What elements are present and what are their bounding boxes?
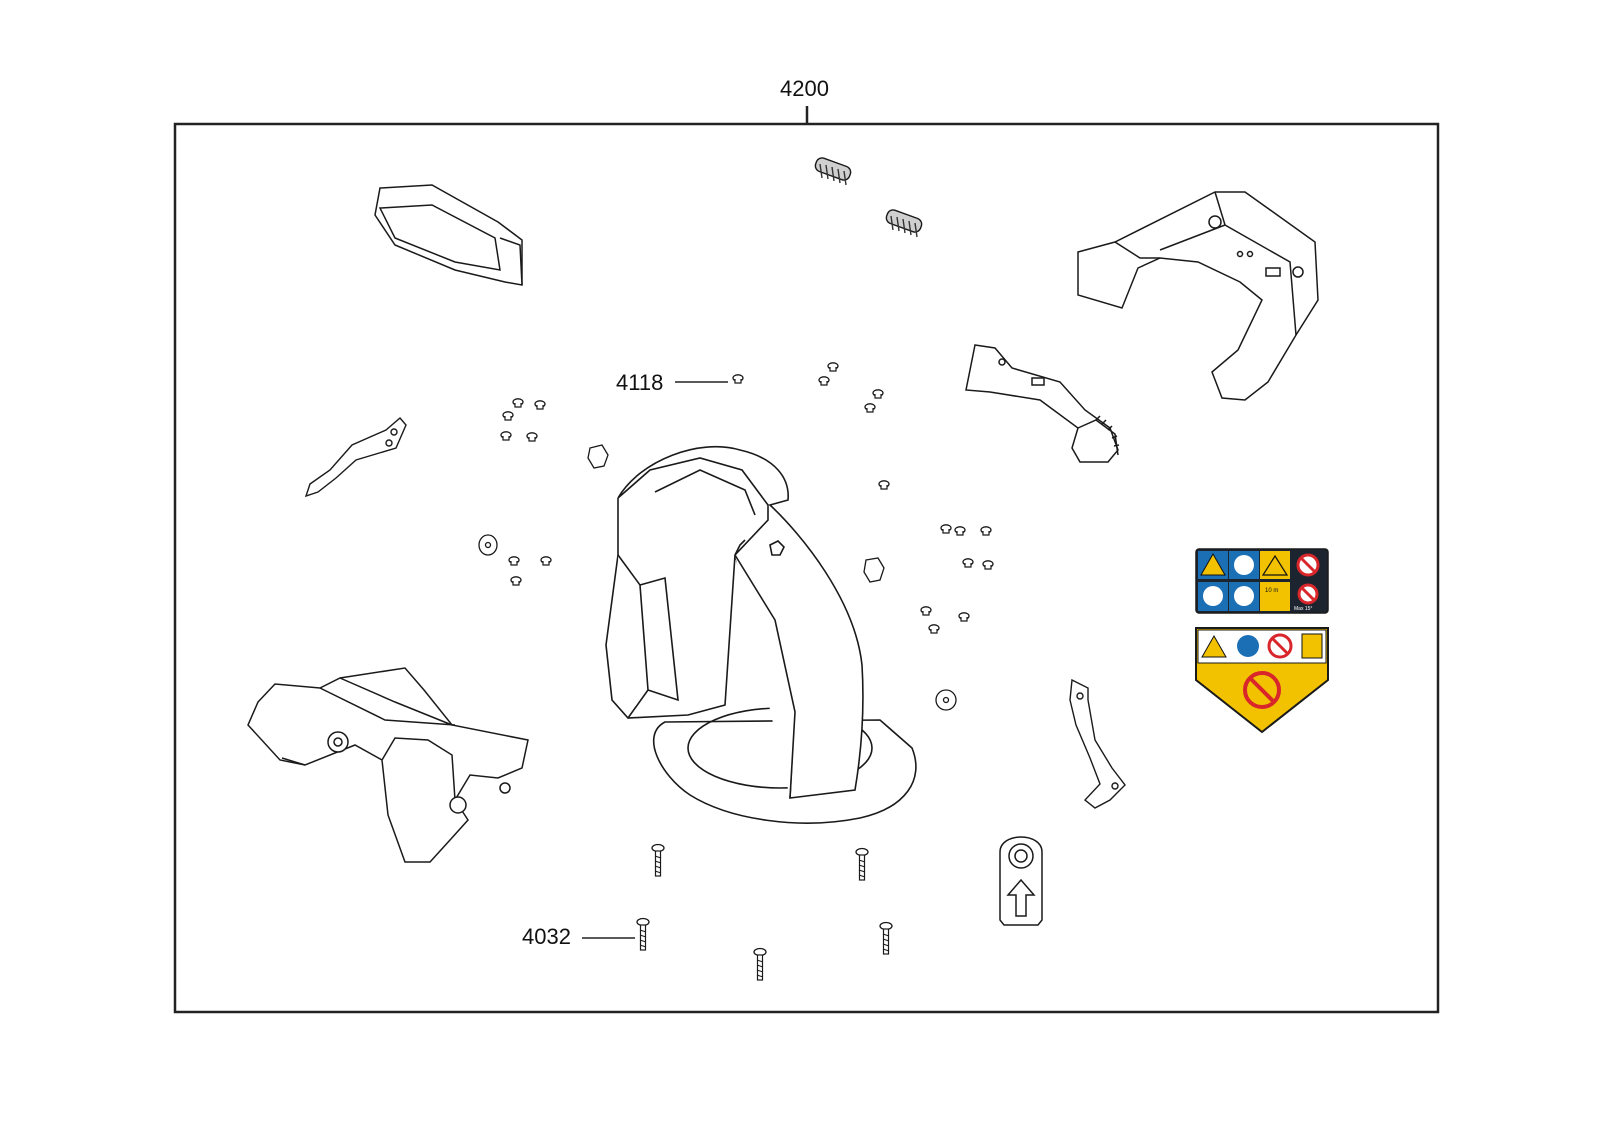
arrow-up-icon bbox=[1006, 878, 1036, 917]
safety-decal-card: 10 m Max 15° bbox=[1195, 548, 1329, 614]
spring bbox=[814, 157, 852, 186]
hearing-protection-icon bbox=[1203, 586, 1223, 606]
discharge-chute bbox=[605, 446, 917, 824]
warning-triangle-icon bbox=[1200, 552, 1226, 576]
chute-housing bbox=[1077, 191, 1319, 401]
spring bbox=[885, 209, 923, 238]
bushing bbox=[478, 444, 957, 711]
cable-bracket bbox=[1069, 678, 1126, 809]
long-screw-set bbox=[636, 843, 893, 981]
decal-text-slope: Max 15° bbox=[1294, 606, 1312, 612]
part-label-4118: 4118 bbox=[616, 370, 664, 395]
warning-triangle-icon bbox=[1201, 634, 1227, 658]
decal-text-distance: 10 m bbox=[1265, 588, 1278, 594]
deflector-hood bbox=[374, 184, 523, 286]
cable-bracket bbox=[304, 417, 407, 498]
read-manual-icon bbox=[1234, 555, 1254, 575]
impeller-housing bbox=[247, 667, 529, 863]
part-label-4200: 4200 bbox=[780, 76, 829, 101]
part-label-4032: 4032 bbox=[522, 924, 571, 949]
safety-decal-shield bbox=[1195, 627, 1329, 734]
direction-tag bbox=[999, 836, 1043, 926]
control-bracket bbox=[965, 344, 1120, 463]
no-riders-icon bbox=[1243, 671, 1281, 709]
read-manual-icon bbox=[1237, 635, 1259, 657]
